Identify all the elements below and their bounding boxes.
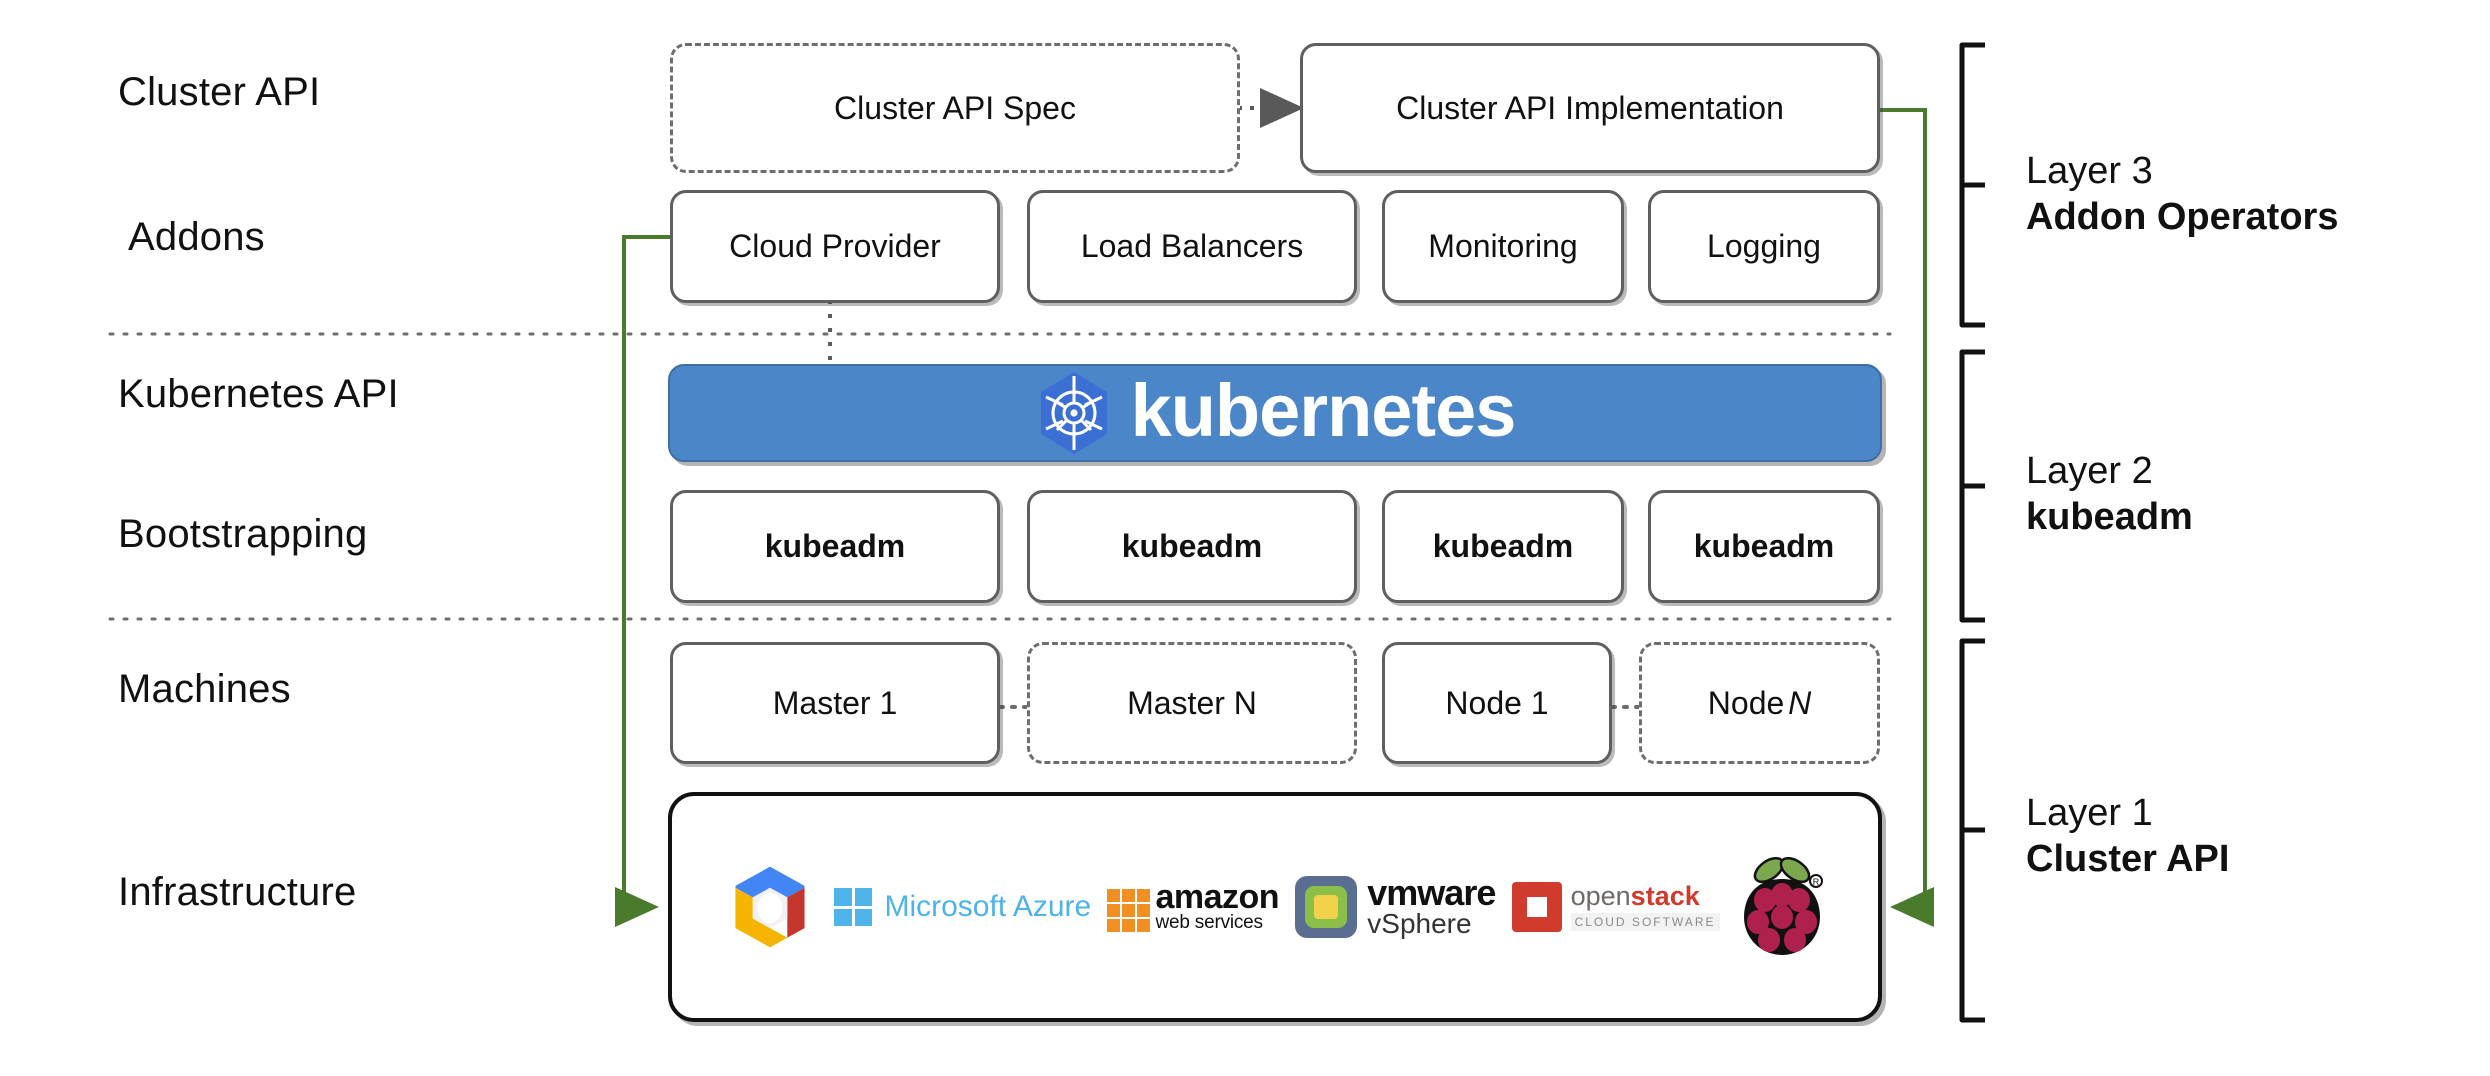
addon-label-logging: Logging: [1707, 228, 1821, 265]
layer-3-name: Addon Operators: [2026, 196, 2339, 239]
layer-1-name: Cluster API: [2026, 838, 2230, 881]
bootstrap-box-3[interactable]: kubeadm: [1382, 490, 1624, 603]
addon-box-cloud-provider[interactable]: Cloud Provider: [670, 190, 1000, 303]
row-label-bootstrapping: Bootstrapping: [118, 512, 368, 556]
row-label-infrastructure: Infrastructure: [118, 870, 357, 914]
openstack-text-block: openstack CLOUD SOFTWARE: [1570, 881, 1720, 931]
openstack-logo: openstack CLOUD SOFTWARE: [1511, 881, 1720, 932]
addon-box-monitoring[interactable]: Monitoring: [1382, 190, 1624, 303]
bootstrap-label-4: kubeadm: [1693, 528, 1835, 565]
vmware-label: vmware: [1367, 871, 1496, 913]
microsoft-azure-label: Microsoft Azure: [884, 890, 1092, 923]
web-services-label: web services: [1155, 912, 1263, 934]
windows-squares-icon: [834, 888, 873, 926]
row-label-cluster-api: Cluster API: [118, 70, 321, 114]
row-label-addons: Addons: [128, 215, 265, 259]
kubernetes-helm-wheel-icon: [1035, 370, 1113, 456]
machine-box-node-1[interactable]: Node 1: [1382, 642, 1612, 764]
addon-box-logging[interactable]: Logging: [1648, 190, 1880, 303]
addon-label-monitoring: Monitoring: [1428, 228, 1578, 265]
cluster-api-implementation-box[interactable]: Cluster API Implementation: [1300, 43, 1880, 173]
raspberry-pi-logo: R: [1736, 855, 1828, 959]
machine-label-node-n-suffix: N: [1788, 684, 1812, 721]
cluster-api-implementation-label: Cluster API Implementation: [1396, 89, 1784, 126]
row-label-machines: Machines: [118, 667, 291, 711]
implementation-to-infrastructure-arrow: [1877, 108, 1934, 927]
aws-cubes-icon: [1107, 889, 1151, 933]
bootstrap-box-1[interactable]: kubeadm: [670, 490, 1000, 603]
addon-label-load-balancers: Load Balancers: [1080, 228, 1304, 265]
layer-1-label: Layer 1 Cluster API: [2026, 790, 2229, 883]
machine-box-master-1[interactable]: Master 1: [670, 642, 1000, 764]
microsoft-azure-logo: Microsoft Azure: [834, 888, 1091, 926]
layer-2-name: kubeadm: [2026, 496, 2193, 539]
svg-text:R: R: [1812, 877, 1819, 887]
kubernetes-banner: kubernetes: [668, 364, 1882, 462]
addon-label-cloud-provider: Cloud Provider: [729, 228, 941, 265]
layer-1-number: Layer 1: [2026, 792, 2153, 834]
layer-3-number: Layer 3: [2026, 150, 2153, 192]
layer-2-bracket: [1959, 349, 1985, 623]
vmware-puzzle-icon: [1305, 886, 1348, 928]
machine-box-master-n[interactable]: Master N: [1027, 642, 1357, 764]
openstack-block-icon: [1511, 882, 1562, 932]
row-label-kubernetes-api: Kubernetes API: [118, 372, 399, 416]
vsphere-label: vSphere: [1367, 908, 1472, 940]
layer-2-label: Layer 2 kubeadm: [2026, 448, 2193, 541]
vmware-text-block: vmware vSphere: [1367, 871, 1496, 940]
machine-box-node-n[interactable]: Node N: [1639, 642, 1880, 764]
machine-label-master-n: Master N: [1127, 684, 1257, 721]
infrastructure-panel: Microsoft Azure amazon web services: [668, 792, 1882, 1022]
amazon-web-services-logo: amazon web services: [1107, 877, 1280, 934]
infrastructure-logo-row: Microsoft Azure amazon web services: [672, 796, 1878, 1018]
cloud-software-label: CLOUD SOFTWARE: [1570, 913, 1720, 931]
vmware-tile-icon: [1295, 876, 1358, 938]
bootstrap-box-2[interactable]: kubeadm: [1027, 490, 1357, 603]
aws-mark-and-word: amazon web services: [1107, 877, 1280, 934]
bootstrap-label-1: kubeadm: [764, 528, 906, 565]
addon-box-load-balancers[interactable]: Load Balancers: [1027, 190, 1357, 303]
aws-text-block: amazon web services: [1155, 877, 1280, 934]
cluster-api-spec-box[interactable]: Cluster API Spec: [670, 43, 1240, 173]
machine-label-master-1: Master 1: [772, 684, 898, 721]
kubernetes-wordmark: kubernetes: [1130, 369, 1517, 452]
layer-3-bracket: [1959, 42, 1985, 328]
openstack-label: openstack: [1570, 881, 1700, 911]
bootstrap-box-4[interactable]: kubeadm: [1648, 490, 1880, 603]
cloudprovider-to-infrastructure-arrow: [615, 235, 672, 927]
cluster-api-spec-label: Cluster API Spec: [834, 89, 1076, 126]
machine-label-node-1: Node 1: [1445, 684, 1549, 721]
bootstrap-label-2: kubeadm: [1121, 528, 1263, 565]
bootstrap-label-3: kubeadm: [1432, 528, 1574, 565]
layer-1-bracket: [1959, 638, 1985, 1023]
vmware-vsphere-logo: vmware vSphere: [1295, 871, 1496, 940]
machine-label-node-n: Node: [1707, 684, 1785, 721]
google-cloud-platform-logo: [722, 859, 818, 955]
amazon-label: amazon: [1155, 877, 1280, 916]
layer-2-number: Layer 2: [2026, 450, 2153, 492]
layer-3-label: Layer 3 Addon Operators: [2026, 148, 2338, 241]
